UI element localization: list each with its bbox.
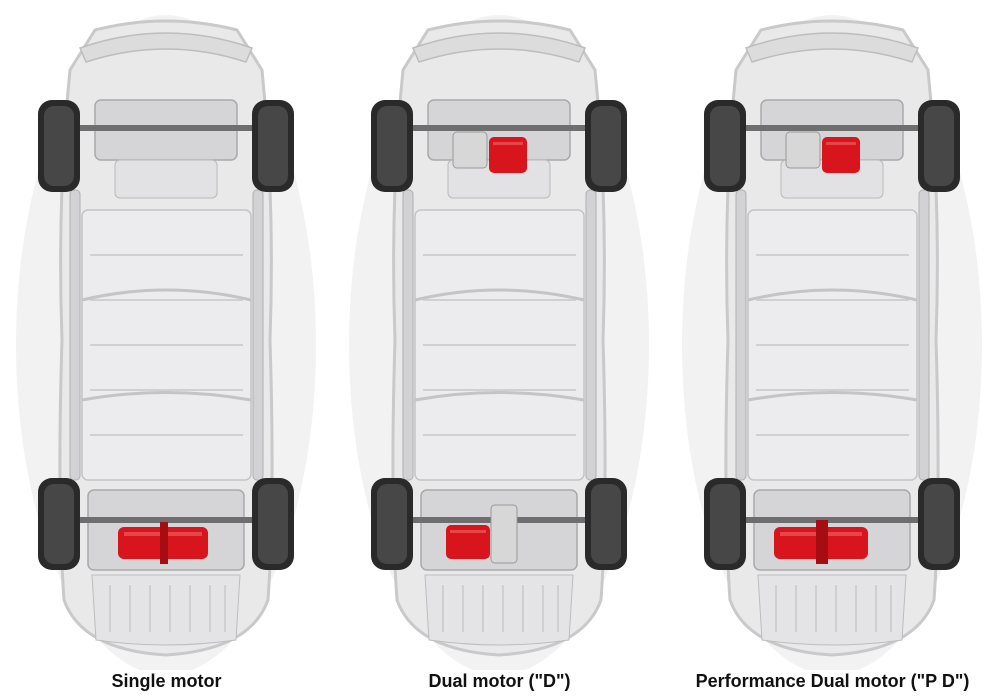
chassis-panel-performance: Performance Dual motor ("P D") xyxy=(666,0,999,696)
front-motor xyxy=(452,131,527,173)
dual-motor-chassis-image xyxy=(349,15,649,670)
chassis-panel-dual: Dual motor ("D") xyxy=(333,0,666,696)
single-motor-chassis-image xyxy=(16,15,316,670)
performance-dual-motor-chassis-image xyxy=(682,15,982,670)
rear-motor xyxy=(446,504,518,564)
rear-motor xyxy=(118,522,208,564)
chassis-body xyxy=(682,15,982,670)
rear-motor xyxy=(774,520,868,564)
chassis-body xyxy=(349,15,649,670)
chassis-body xyxy=(16,15,316,670)
caption-single-motor: Single motor xyxy=(111,671,222,691)
chassis-panel-single: Single motor xyxy=(0,0,333,696)
caption-performance-dual-motor: Performance Dual motor ("P D") xyxy=(695,671,970,691)
front-motor xyxy=(785,131,860,173)
caption-dual-motor: Dual motor ("D") xyxy=(428,671,571,691)
